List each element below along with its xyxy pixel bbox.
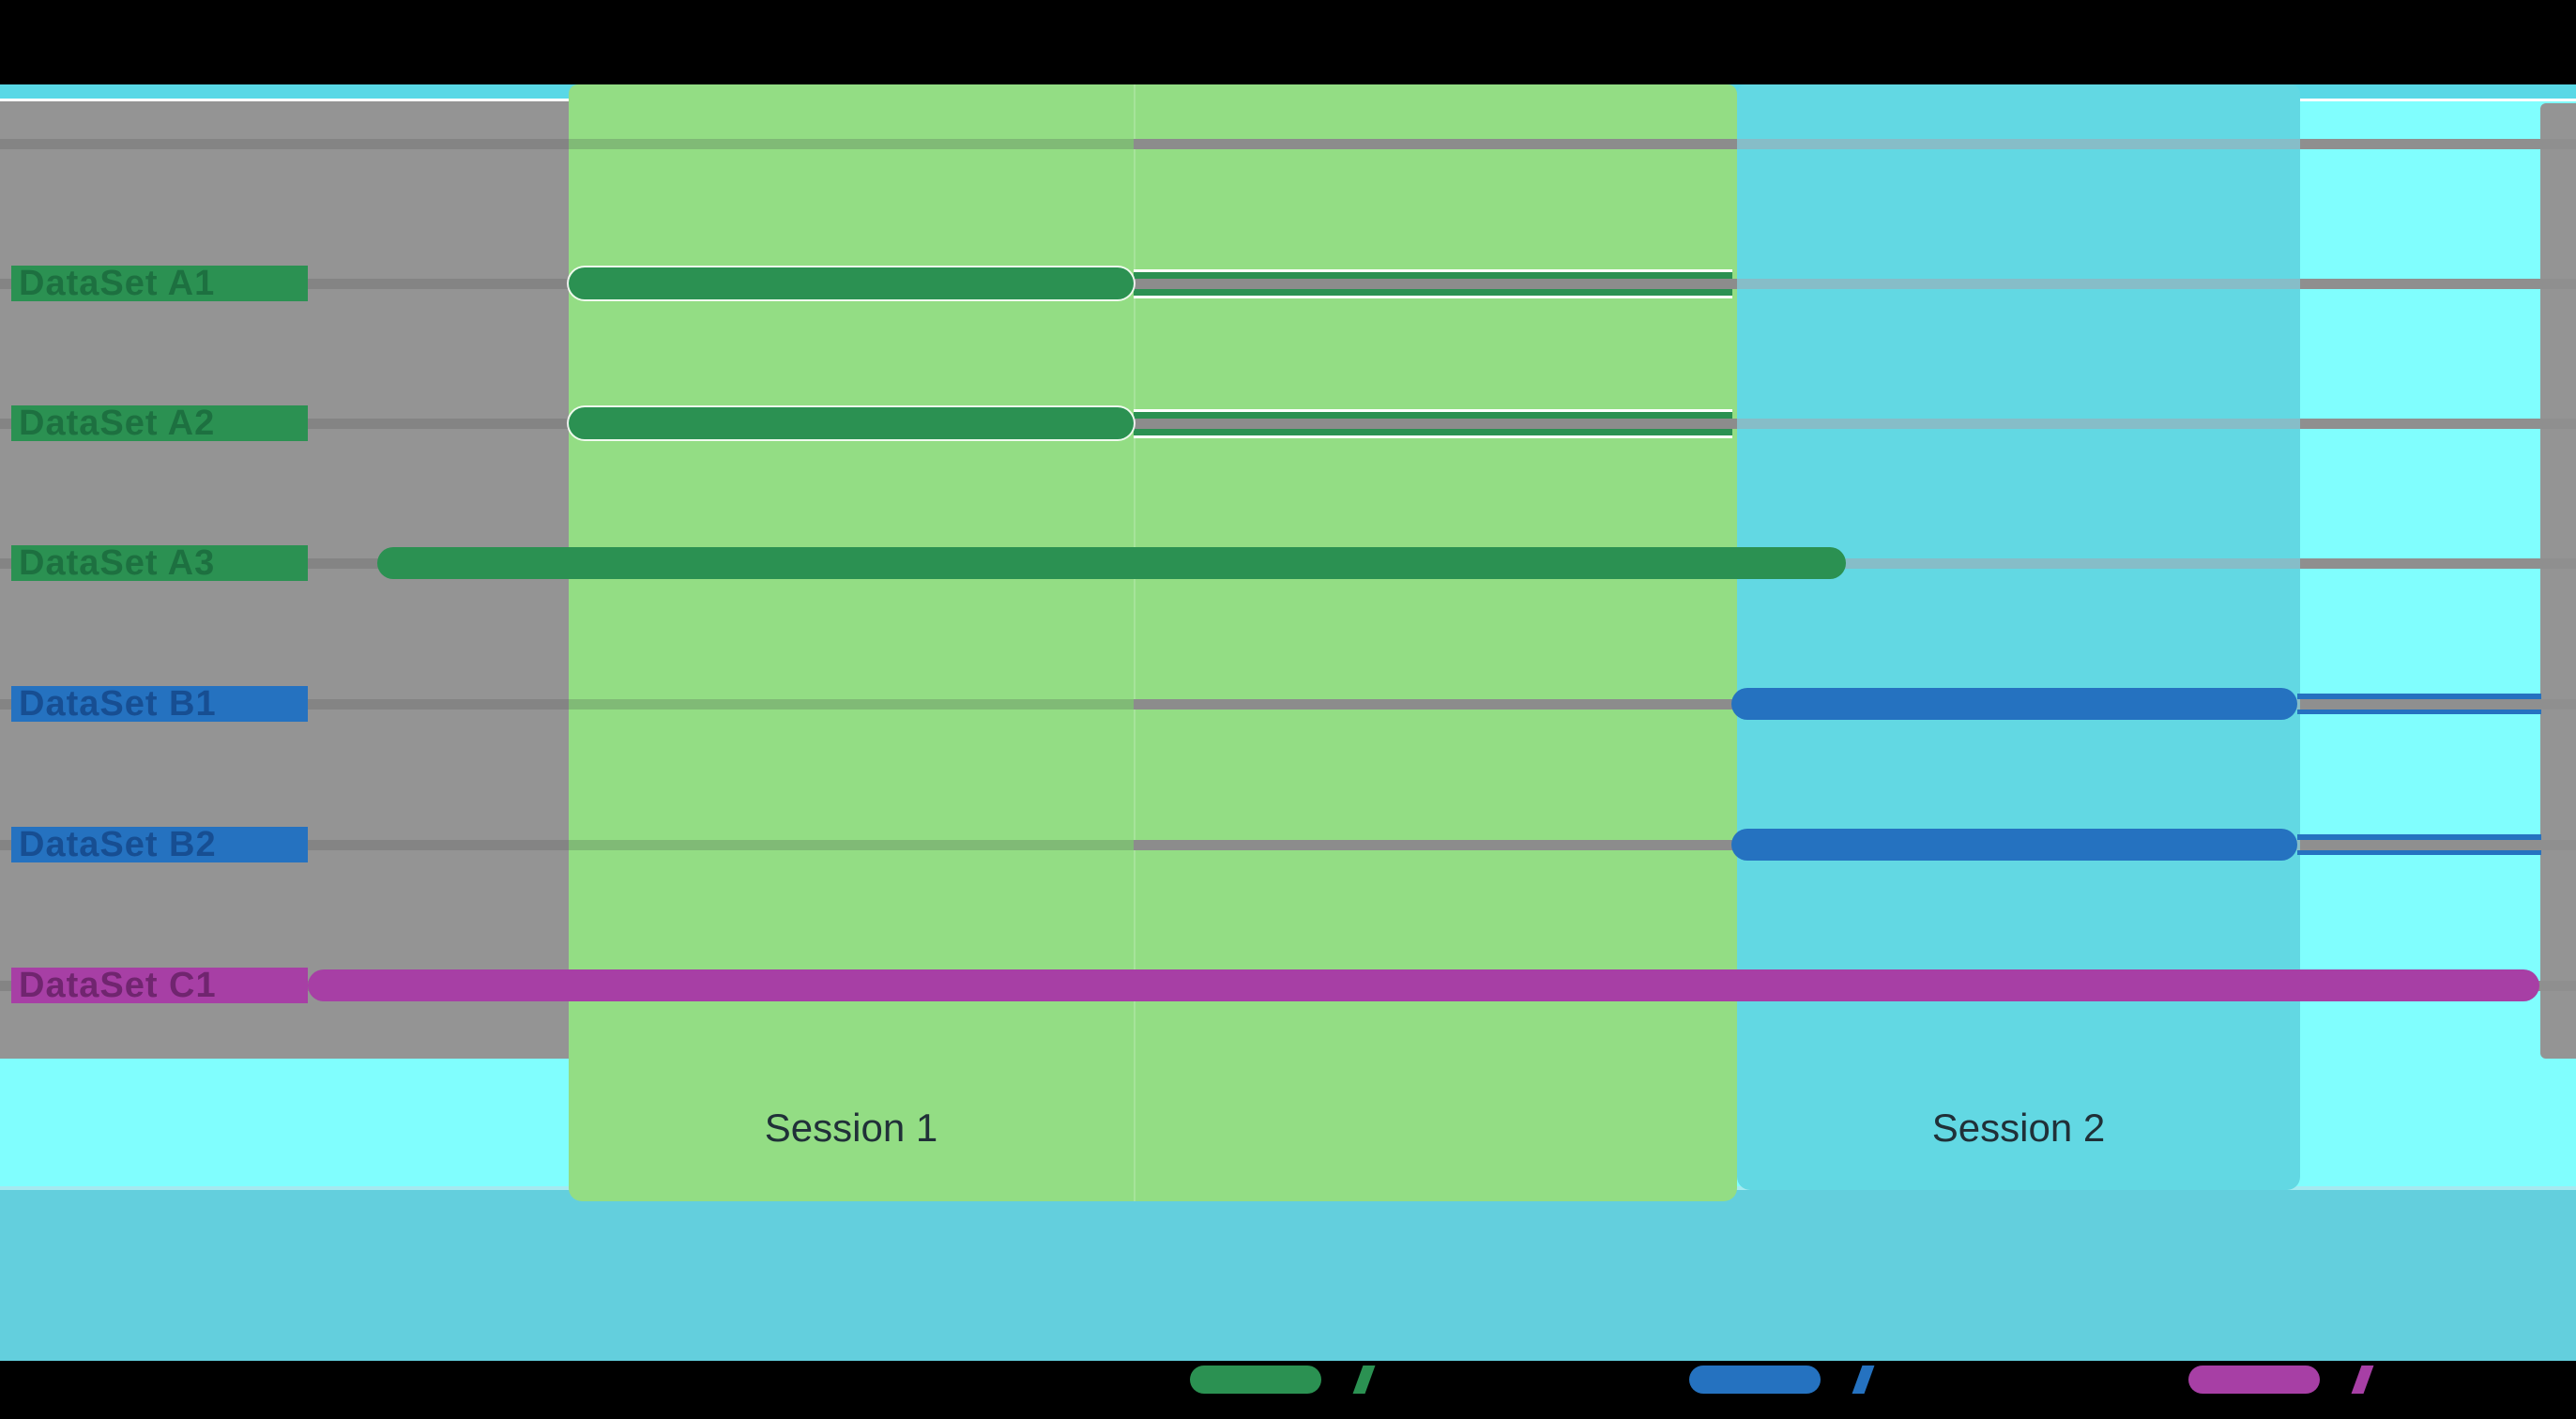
row-label-dataset-a1: DataSet A1 bbox=[11, 264, 308, 303]
row-gridline bbox=[2300, 138, 2576, 149]
row-label-dataset-b2: DataSet B2 bbox=[11, 825, 308, 864]
row-gridline bbox=[569, 839, 1134, 850]
row-gridline bbox=[1737, 418, 2300, 429]
row-gridline bbox=[1737, 278, 2300, 289]
session-band-seam bbox=[1134, 84, 1136, 1201]
row-gridline bbox=[1134, 839, 1737, 850]
session-band-2 bbox=[1737, 84, 2300, 1190]
row-label-dataset-a3: DataSet A3 bbox=[11, 543, 308, 583]
row-gridline bbox=[1134, 698, 1737, 710]
legend-swatch-series-b[interactable] bbox=[1689, 1366, 1821, 1394]
right-margin-panel bbox=[2540, 103, 2576, 1059]
bar-dataset-c1[interactable] bbox=[308, 969, 2539, 1001]
bar-dataset-a2[interactable] bbox=[569, 407, 1134, 439]
session-band-1 bbox=[569, 84, 1737, 1201]
legend-swatch-series-a[interactable] bbox=[1190, 1366, 1321, 1394]
row-gridline bbox=[2300, 557, 2576, 569]
bar-dataset-b1[interactable] bbox=[1731, 688, 2297, 720]
row-gridline bbox=[2300, 839, 2576, 850]
row-gridline bbox=[2300, 698, 2576, 710]
bar-dataset-a1[interactable] bbox=[569, 267, 1134, 299]
bottom-band bbox=[0, 1190, 2576, 1361]
legend-swatch-series-c[interactable] bbox=[2188, 1366, 2320, 1394]
row-gridline bbox=[1134, 278, 1737, 289]
session-label-1: Session 1 bbox=[764, 1106, 938, 1150]
row-label-dataset-b1: DataSet B1 bbox=[11, 684, 308, 724]
row-gridline bbox=[1737, 557, 2300, 569]
row-gridline bbox=[569, 138, 1134, 149]
row-label-dataset-c1: DataSet C1 bbox=[11, 966, 308, 1005]
row-gridline bbox=[569, 698, 1134, 710]
session-label-2: Session 2 bbox=[1931, 1106, 2106, 1150]
bar-dataset-b2[interactable] bbox=[1731, 829, 2297, 861]
row-gridline bbox=[2300, 278, 2576, 289]
row-gridline bbox=[1134, 138, 1737, 149]
row-gridline bbox=[2300, 418, 2576, 429]
bar-dataset-a3[interactable] bbox=[377, 547, 1846, 579]
letterbox-top bbox=[0, 0, 2576, 84]
row-label-dataset-a2: DataSet A2 bbox=[11, 404, 308, 443]
row-gridline bbox=[1737, 138, 2300, 149]
row-gridline bbox=[0, 138, 569, 149]
row-gridline bbox=[1134, 418, 1737, 429]
